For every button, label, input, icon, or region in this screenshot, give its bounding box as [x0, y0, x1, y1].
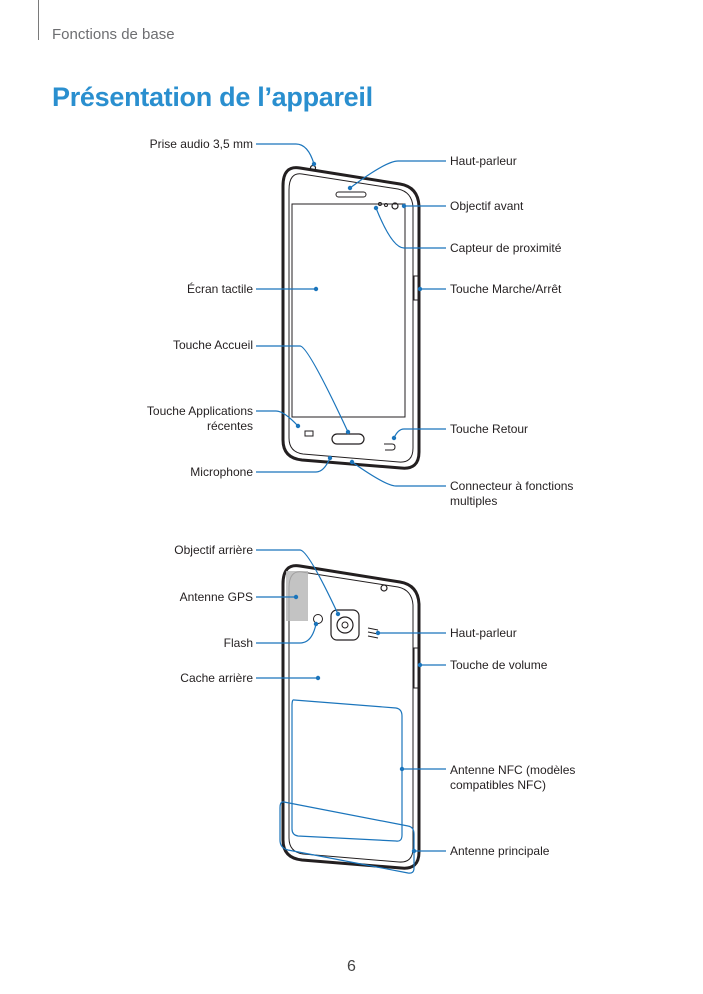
label-power-key: Touche Marche/Arrêt: [450, 282, 562, 296]
main-antenna-area: [279, 801, 415, 874]
nfc-antenna-area: [291, 699, 403, 842]
label-back-cover: Cache arrière: [180, 671, 253, 685]
home-key: [331, 433, 365, 445]
front-phone-inner: [288, 173, 414, 463]
label-touchscreen: Écran tactile: [186, 282, 253, 296]
label-audio-jack: Prise audio 3,5 mm: [149, 137, 253, 151]
label-recent-apps-line1: Touche Applications: [146, 404, 253, 418]
callout-microphone: [256, 457, 331, 473]
recent-apps-key: [304, 430, 314, 437]
back-key: [384, 443, 396, 451]
callout-multipurpose-jack: [351, 461, 446, 487]
callout-home-key: [256, 345, 349, 433]
callout-rear-camera: [256, 549, 339, 615]
label-volume-key: Touche de volume: [450, 658, 548, 672]
back-callout-dots: [293, 594, 423, 854]
front-earpiece: [335, 191, 367, 198]
label-nfc-antenna-line1: Antenne NFC (modèles: [450, 763, 576, 777]
rear-camera-lens: [336, 616, 354, 634]
front-screen: [291, 203, 406, 418]
page-number: 6: [347, 958, 356, 975]
callout-recent-apps: [256, 410, 299, 427]
label-gps-antenna: Antenne GPS: [179, 590, 253, 604]
label-speaker: Haut-parleur: [450, 154, 517, 168]
front-callouts: [256, 143, 446, 487]
front-phone-outer: [281, 166, 421, 470]
label-home-key: Touche Accueil: [172, 338, 253, 352]
label-microphone: Microphone: [190, 465, 253, 479]
power-key-bump: [413, 275, 419, 301]
label-nfc-antenna-line2: compatibles NFC): [450, 778, 547, 792]
callout-proximity: [375, 207, 446, 249]
label-proximity-sensor: Capteur de proximité: [450, 241, 562, 255]
back-phone-outer: [281, 564, 421, 870]
proximity-sensor-dot-2: [384, 203, 388, 207]
label-flash: Flash: [223, 636, 253, 650]
header-rule: [38, 0, 39, 40]
proximity-sensor-dot: [378, 202, 382, 206]
label-main-antenna: Antenne principale: [450, 844, 550, 858]
callout-speaker: [349, 160, 446, 189]
label-front-camera: Objectif avant: [450, 199, 524, 213]
front-callout-dots: [295, 161, 423, 465]
front-phone: [281, 164, 421, 470]
volume-key-bump: [413, 647, 419, 689]
label-rear-speaker: Haut-parleur: [450, 626, 517, 640]
label-rear-camera: Objectif arrière: [174, 543, 253, 557]
label-multipurpose-jack-line2: multiples: [450, 494, 498, 508]
section-header: Fonctions de base: [52, 26, 175, 43]
rear-camera-inner: [341, 621, 349, 629]
rear-camera-housing: [330, 609, 360, 641]
callout-audio-jack: [256, 143, 315, 165]
label-back-key: Touche Retour: [450, 422, 529, 436]
back-callouts: [256, 549, 446, 852]
label-multipurpose-jack-line1: Connecteur à fonctions: [450, 479, 574, 493]
callout-flash: [256, 623, 317, 644]
label-recent-apps-line2: récentes: [206, 419, 253, 433]
page-title: Présentation de l’appareil: [52, 82, 373, 112]
strap-hole: [380, 584, 388, 592]
front-camera-lens: [391, 202, 399, 210]
